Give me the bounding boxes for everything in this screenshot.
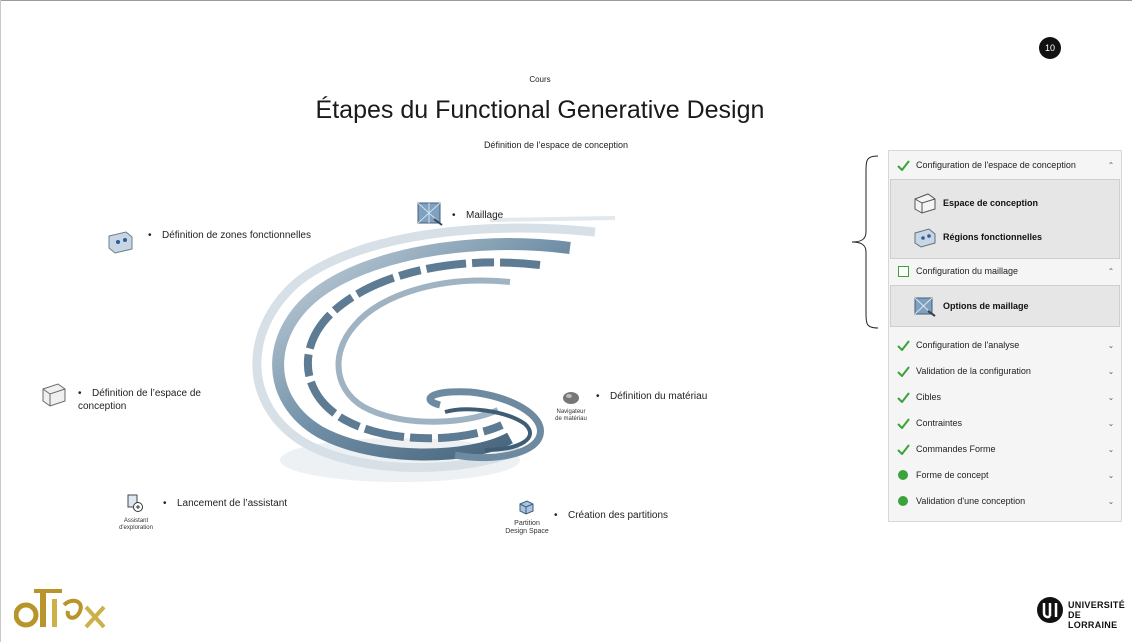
chevron-down-icon[interactable]: ⌄ xyxy=(1107,340,1115,350)
panel-row-label: Validation d'une conception xyxy=(916,496,1026,506)
step-materiau: •Définition du matériau xyxy=(596,391,708,402)
course-label: Cours xyxy=(529,75,551,84)
check-icon xyxy=(896,158,910,172)
exploration-assistant-icon xyxy=(127,494,143,512)
universite-lorraine-mark-icon xyxy=(1037,597,1063,623)
slide-top-border xyxy=(0,0,1132,1)
panel-row-label: Commandes Forme xyxy=(916,444,996,454)
mesh-icon xyxy=(417,202,443,226)
panel-row-commandes-forme[interactable]: Commandes Forme ⌄ xyxy=(889,436,1121,462)
check-icon xyxy=(896,442,910,456)
panel-row-espace[interactable]: Configuration de l'espace de conception … xyxy=(889,152,1121,178)
mesh-icon xyxy=(914,297,936,317)
curly-brace xyxy=(851,155,879,329)
chevron-up-icon[interactable]: ⌃ xyxy=(1107,160,1115,170)
material-icon xyxy=(563,392,579,404)
panel-row-label: Configuration de l'espace de conception xyxy=(916,160,1076,170)
status-dot-icon xyxy=(896,494,910,508)
square-status-icon xyxy=(896,264,910,278)
chevron-down-icon[interactable]: ⌄ xyxy=(1107,470,1115,480)
panel-row-label: Cibles xyxy=(916,392,942,402)
slide-subtitle: Définition de l’espace de conception xyxy=(483,140,629,150)
chevron-up-icon[interactable]: ⌃ xyxy=(1107,266,1115,276)
panel-row-label: Configuration du maillage xyxy=(916,266,1019,276)
panel-row-forme-concept[interactable]: Forme de concept ⌄ xyxy=(889,462,1121,488)
panel-row-contraintes[interactable]: Contraintes ⌄ xyxy=(889,410,1121,436)
check-icon xyxy=(896,390,910,404)
page-number-badge: 10 xyxy=(1039,37,1061,59)
options-de-maillage-button[interactable]: Options de maillage xyxy=(891,291,1119,321)
espace-de-conception-button[interactable]: Espace de conception xyxy=(891,188,1119,218)
cittex-logo xyxy=(14,589,106,629)
workflow-panel: Configuration de l'espace de conception … xyxy=(888,150,1122,522)
panel-row-label: Forme de concept xyxy=(916,470,989,480)
chevron-down-icon[interactable]: ⌄ xyxy=(1107,444,1115,454)
chevron-down-icon[interactable]: ⌄ xyxy=(1107,366,1115,376)
functional-zones-icon xyxy=(914,228,936,248)
functional-zones-icon xyxy=(108,231,133,254)
check-icon xyxy=(896,416,910,430)
panel-row-validation-config[interactable]: Validation de la configuration ⌄ xyxy=(889,358,1121,384)
status-dot-icon xyxy=(896,468,910,482)
chevron-down-icon[interactable]: ⌄ xyxy=(1107,418,1115,428)
design-space-icon xyxy=(914,193,936,214)
panel-row-label: Validation de la configuration xyxy=(916,366,1031,376)
check-icon xyxy=(896,364,910,378)
spiral-graphic xyxy=(252,216,616,482)
chevron-down-icon[interactable]: ⌄ xyxy=(1107,392,1115,402)
maillage-subpanel: Options de maillage xyxy=(890,285,1120,327)
check-icon xyxy=(896,338,910,352)
panel-row-validation-conception[interactable]: Validation d'une conception ⌄ xyxy=(889,488,1121,514)
slide-left-border xyxy=(0,0,1,642)
universite-lorraine-logo: UNIVERSITÉ DE LORRAINE xyxy=(1036,596,1126,630)
panel-row-analyse[interactable]: Configuration de l'analyse ⌄ xyxy=(889,332,1121,358)
step-espace: •Définition de l’espace de conception xyxy=(78,388,201,412)
espace-subpanel: Espace de conception Régions fonctionnel… xyxy=(890,179,1120,259)
step-zones: •Définition de zones fonctionnelles xyxy=(148,230,311,241)
partition-icon xyxy=(519,500,534,515)
panel-row-maillage[interactable]: Configuration du maillage ⌃ xyxy=(889,258,1121,284)
panel-row-cibles[interactable]: Cibles ⌄ xyxy=(889,384,1121,410)
regions-fonctionnelles-button[interactable]: Régions fonctionnelles xyxy=(891,222,1119,252)
panel-row-label: Contraintes xyxy=(916,418,963,428)
step-partitions: •Création des partitions xyxy=(554,510,669,521)
panel-row-label: Configuration de l'analyse xyxy=(916,340,1020,350)
chevron-down-icon[interactable]: ⌄ xyxy=(1107,496,1115,506)
step-maillage: •Maillage xyxy=(452,210,504,221)
slide-title: Étapes du Functional Generative Design xyxy=(315,96,765,124)
design-space-icon xyxy=(42,383,66,407)
step-assistant: •Lancement de l’assistant xyxy=(163,498,288,509)
